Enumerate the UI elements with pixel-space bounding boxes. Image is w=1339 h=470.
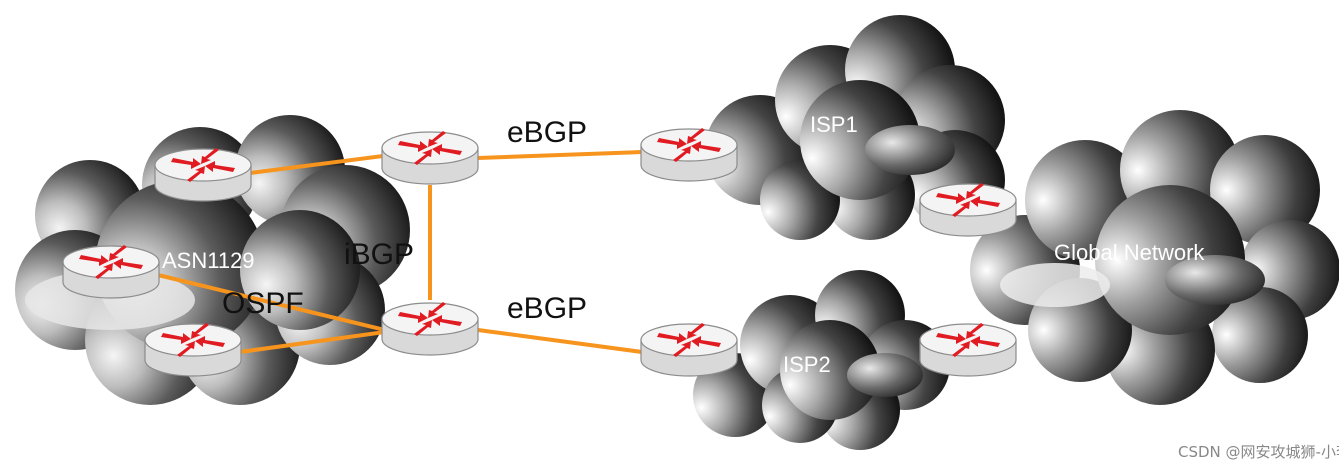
link-ebgp-bottom — [477, 328, 643, 354]
router-isp1-edge — [640, 127, 738, 182]
router-isp1-global — [919, 182, 1017, 237]
router-core-top — [381, 130, 479, 185]
router-asn1129 — [62, 244, 160, 299]
links — [157, 150, 643, 354]
link-ebgp-top — [477, 150, 643, 160]
router-core-bottom — [381, 301, 479, 356]
ebgp-top-label: eBGP — [507, 116, 587, 149]
global-network-label: Global Network — [1054, 240, 1205, 265]
router-as-bottom — [144, 322, 242, 377]
asn-label: ASN1129 — [162, 248, 255, 273]
isp2-label: ISP2 — [783, 352, 831, 377]
watermark: CSDN @网安攻城狮-小李 — [1178, 443, 1339, 461]
link-r1-r3 — [249, 154, 384, 175]
router-isp2-global — [919, 322, 1017, 377]
isp1-label: ISP1 — [810, 112, 858, 137]
ibgp-label: iBGP — [344, 238, 414, 271]
link-r5-r4 — [239, 330, 386, 354]
global-network-cloud — [970, 110, 1339, 405]
router-as-top — [154, 147, 252, 202]
ospf-label: OSPF — [222, 287, 304, 320]
ebgp-bottom-label: eBGP — [507, 292, 587, 325]
link-r2-r4 — [157, 273, 386, 332]
router-isp2-edge — [640, 322, 738, 377]
